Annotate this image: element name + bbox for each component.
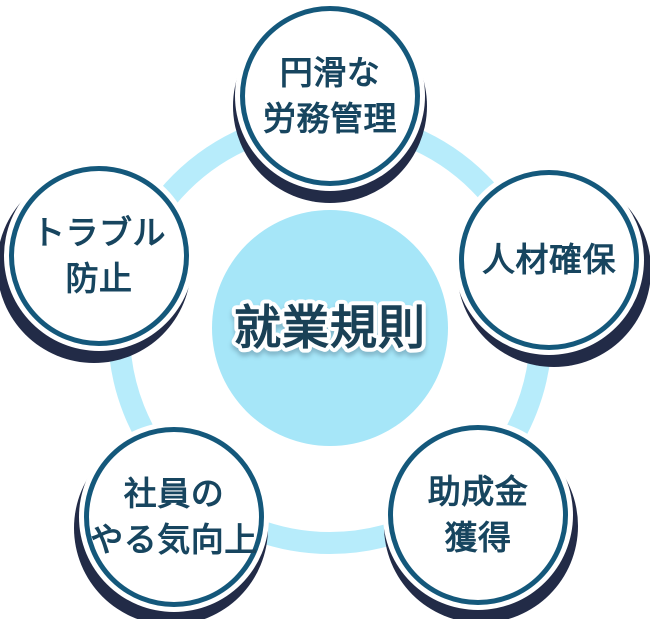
node-trouble-prevention: トラブル 防止 xyxy=(9,166,189,346)
node-subsidy-acquisition: 助成金 獲得 xyxy=(388,425,568,605)
node-label: トラブル 防止 xyxy=(32,214,166,297)
node-label: 円滑な 労務管理 xyxy=(263,54,397,137)
center-label-graphic: 就業規則 xyxy=(230,297,429,358)
node-label: 人材確保 xyxy=(482,241,616,279)
node-smooth-labor-management: 円滑な 労務管理 xyxy=(240,6,420,186)
node-label: 社員の やる気向上 xyxy=(90,475,258,558)
center-circle: 就業規則 xyxy=(212,210,448,446)
center-label: 就業規則 xyxy=(234,301,426,354)
node-securing-talent: 人材確保 xyxy=(459,170,639,350)
node-label: 助成金 獲得 xyxy=(427,473,529,556)
node-employee-motivation: 社員の やる気向上 xyxy=(84,427,264,607)
